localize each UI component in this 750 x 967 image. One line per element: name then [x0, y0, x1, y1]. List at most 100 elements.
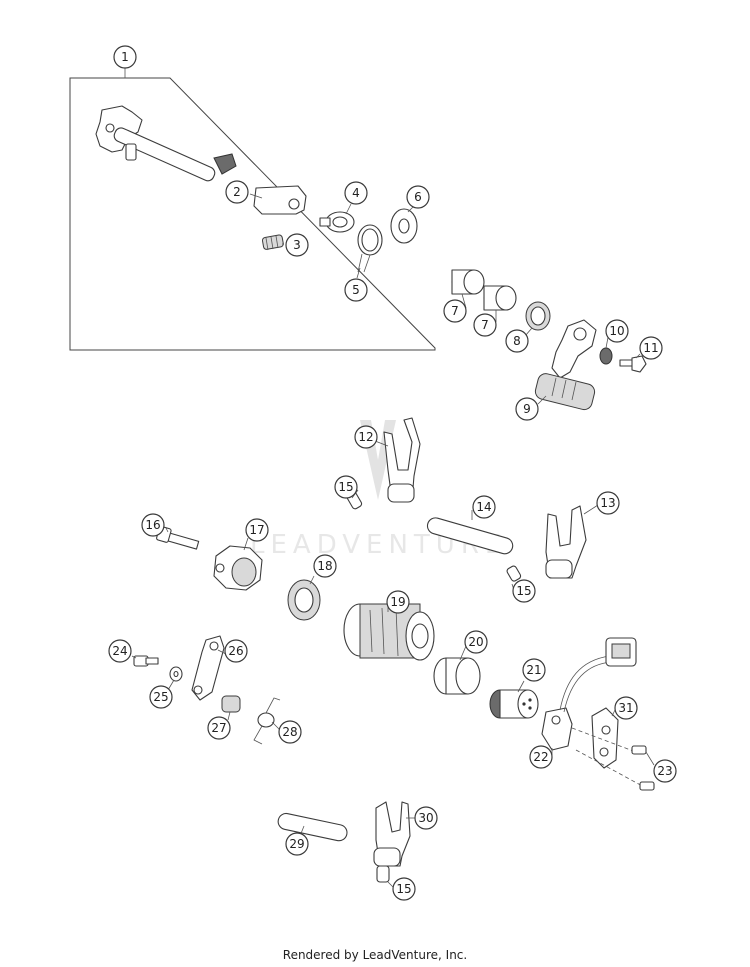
svg-text:18: 18: [317, 559, 332, 573]
part-spring-ring: [357, 224, 383, 273]
svg-text:27: 27: [211, 721, 226, 735]
svg-text:25: 25: [153, 690, 168, 704]
svg-text:7: 7: [451, 304, 459, 318]
svg-text:23: 23: [657, 764, 672, 778]
callout-4: 4: [344, 181, 368, 205]
part-torsion-spring: [253, 697, 281, 745]
svg-text:15: 15: [338, 480, 353, 494]
svg-text:21: 21: [526, 663, 541, 677]
callout-28: 28: [278, 720, 302, 744]
part-sensor-bracket: [591, 707, 619, 769]
part-plate: [253, 185, 307, 215]
callout-11: 11: [639, 336, 663, 360]
callout-26: 26: [224, 639, 248, 663]
svg-text:10: 10: [609, 324, 624, 338]
svg-text:16: 16: [145, 518, 160, 532]
part-washer: [390, 208, 418, 244]
callout-21: 21: [522, 658, 546, 682]
svg-text:15: 15: [396, 882, 411, 896]
callout-14: 14: [472, 495, 496, 519]
callout-6: 6: [406, 185, 430, 209]
svg-text:6: 6: [414, 190, 422, 204]
callout-22: 22: [529, 745, 553, 769]
svg-text:13: 13: [600, 496, 615, 510]
part-spring-small: [261, 234, 284, 251]
part-shift-shaft: [95, 105, 237, 182]
callout-7b: 7: [473, 313, 497, 337]
svg-text:5: 5: [352, 283, 360, 297]
svg-text:8: 8: [513, 334, 521, 348]
svg-text:19: 19: [390, 595, 405, 609]
svg-text:30: 30: [418, 811, 433, 825]
svg-text:2: 2: [233, 185, 241, 199]
part-shift-star: [213, 545, 263, 591]
callout-7a: 7: [443, 299, 467, 323]
callout-15c: 15: [392, 877, 416, 901]
part-pin-c: [376, 865, 390, 883]
svg-text:26: 26: [228, 644, 243, 658]
svg-text:15: 15: [516, 584, 531, 598]
svg-text:20: 20: [468, 635, 483, 649]
part-sensor-bolts: [571, 727, 655, 791]
part-bearing-ring: [433, 657, 481, 695]
svg-text:4: 4: [352, 186, 360, 200]
part-small-washer: [599, 347, 613, 365]
callout-25: 25: [149, 685, 173, 709]
part-gear-sensor: [541, 637, 637, 751]
part-drum-seal: [287, 579, 321, 621]
part-pin-b: [506, 565, 522, 582]
callout-15b: 15: [512, 579, 536, 603]
footer-credit: Rendered by LeadVenture, Inc.: [282, 948, 468, 962]
part-bushing-b: [483, 285, 517, 311]
part-shift-fork-30: [373, 801, 411, 867]
callout-23: 23: [653, 759, 677, 783]
part-locking-lever: [191, 635, 225, 701]
callout-10: 10: [605, 319, 629, 343]
part-roller: [221, 695, 241, 713]
callout-12: 12: [354, 425, 378, 449]
callout-27: 27: [207, 716, 231, 740]
svg-text:11: 11: [643, 341, 658, 355]
callout-29: 29: [285, 832, 309, 856]
svg-text:31: 31: [618, 701, 633, 715]
svg-text:14: 14: [476, 500, 491, 514]
callout-5: 5: [344, 278, 368, 302]
part-drum-end: [489, 689, 539, 719]
part-clip: [319, 211, 355, 233]
callout-18: 18: [313, 554, 337, 578]
callout-2: 2: [225, 180, 249, 204]
callout-16: 16: [141, 513, 165, 537]
part-lever-bolt: [619, 355, 647, 373]
part-shift-drum: [343, 603, 435, 661]
callout-1: 1: [113, 45, 137, 69]
part-shift-fork-13: [545, 505, 587, 579]
svg-text:3: 3: [293, 238, 301, 252]
part-seal-ring: [525, 301, 551, 331]
svg-text:9: 9: [523, 402, 531, 416]
callout-20: 20: [464, 630, 488, 654]
svg-text:1: 1: [121, 50, 129, 64]
svg-text:28: 28: [282, 725, 297, 739]
svg-text:22: 22: [533, 750, 548, 764]
part-fork-rod-14: [426, 517, 514, 555]
svg-text:12: 12: [358, 430, 373, 444]
part-washer-small: [169, 666, 183, 682]
svg-text:29: 29: [289, 837, 304, 851]
svg-text:7: 7: [481, 318, 489, 332]
svg-text:24: 24: [112, 644, 127, 658]
part-shift-lever: [534, 319, 597, 411]
part-bushing-a: [451, 269, 485, 295]
callout-3: 3: [285, 233, 309, 257]
part-shift-fork-12: [383, 417, 421, 503]
part-fork-rod-29: [277, 812, 348, 842]
callout-30: 30: [414, 806, 438, 830]
svg-text:17: 17: [249, 523, 264, 537]
callout-31: 31: [614, 696, 638, 720]
callout-9: 9: [515, 397, 539, 421]
callout-15a: 15: [334, 475, 358, 499]
callout-19: 19: [386, 590, 410, 614]
callout-13: 13: [596, 491, 620, 515]
callout-24: 24: [108, 639, 132, 663]
callout-8: 8: [505, 329, 529, 353]
